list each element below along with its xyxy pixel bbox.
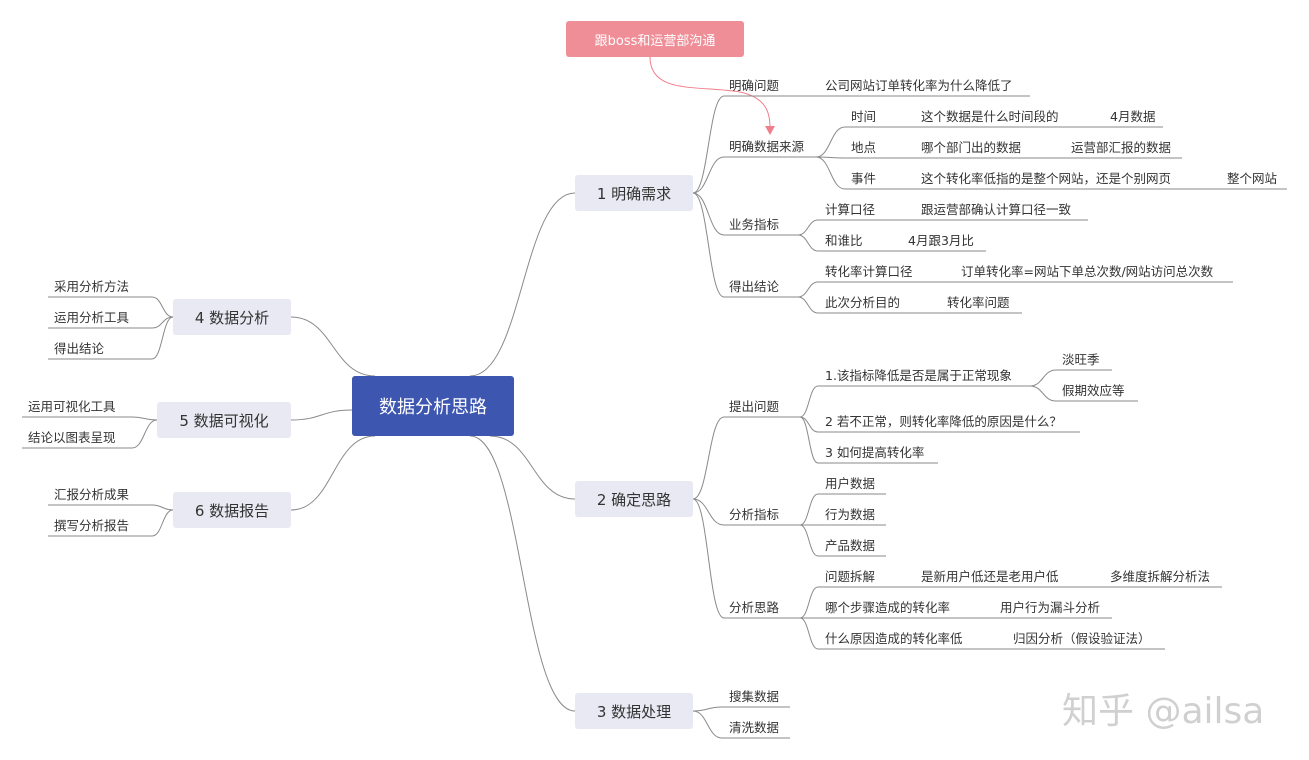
root-topic[interactable]: 数据分析思路 bbox=[352, 376, 514, 436]
src-key-2[interactable]: 事件 bbox=[851, 171, 877, 186]
edge-b3-0 bbox=[692, 706, 723, 712]
edge-q-2 bbox=[799, 416, 819, 464]
branch-5[interactable]: 5 数据可视化 bbox=[157, 402, 291, 438]
thinking-2[interactable]: 什么原因造成的转化率低 bbox=[825, 631, 963, 646]
src-val-2[interactable]: 这个转化率低指的是整个网站，还是个别网页 bbox=[921, 171, 1172, 186]
edge-src-0 bbox=[815, 126, 846, 158]
edge-src-1 bbox=[815, 156, 846, 159]
src-val-1[interactable]: 哪个部门出的数据 bbox=[921, 140, 1022, 155]
b2-item-2[interactable]: 分析思路 bbox=[729, 600, 780, 615]
thinking-1[interactable]: 哪个步骤造成的转化率 bbox=[825, 600, 951, 615]
src-key-1[interactable]: 地点 bbox=[851, 140, 877, 155]
edge-b4-0 bbox=[151, 296, 174, 318]
question-2[interactable]: 3 如何提高转化率 bbox=[825, 445, 925, 460]
indicator-1[interactable]: 行为数据 bbox=[825, 507, 876, 522]
b1-item-1[interactable]: 明确数据来源 bbox=[729, 139, 805, 154]
b1-item-3[interactable]: 得出结论 bbox=[729, 279, 780, 294]
b2-item-1[interactable]: 分析指标 bbox=[729, 507, 780, 522]
edge-root-b2 bbox=[489, 435, 576, 500]
con-key-0[interactable]: 转化率计算口径 bbox=[825, 264, 913, 279]
src-ans-1[interactable]: 运营部汇报的数据 bbox=[1071, 140, 1172, 155]
edge-con-0 bbox=[797, 281, 819, 298]
floating-topic[interactable]: 跟boss和运营部沟通 bbox=[566, 21, 744, 57]
branch-4[interactable]: 4 数据分析 bbox=[173, 299, 291, 335]
question-1[interactable]: 2 若不正常，则转化率降低的原因是什么？ bbox=[825, 414, 1062, 429]
edge-b2-c1 bbox=[692, 498, 725, 526]
b5-item-0[interactable]: 运用可视化工具 bbox=[28, 399, 116, 414]
con-key-1[interactable]: 此次分析目的 bbox=[825, 295, 901, 310]
b6-item-0[interactable]: 汇报分析成果 bbox=[54, 487, 130, 502]
edge-ind-0 bbox=[799, 493, 819, 526]
edge-th-2 bbox=[799, 617, 819, 650]
src-ans-0[interactable]: 4月数据 bbox=[1110, 109, 1156, 124]
edge-biz-0 bbox=[797, 219, 819, 236]
edge-th-0 bbox=[799, 586, 819, 619]
edge-b1-c1 bbox=[692, 156, 725, 194]
biz-val-1[interactable]: 4月跟3月比 bbox=[908, 233, 974, 248]
thinking-0[interactable]: 问题拆解 bbox=[825, 569, 876, 584]
branch-1[interactable]: 1 明确需求 bbox=[575, 175, 693, 211]
edge-b6-0 bbox=[151, 504, 174, 511]
thinking-val-1[interactable]: 用户行为漏斗分析 bbox=[1000, 600, 1101, 615]
b4-item-2[interactable]: 得出结论 bbox=[54, 341, 105, 356]
b3-item-0[interactable]: 搜集数据 bbox=[729, 689, 780, 704]
b4-item-1[interactable]: 运用分析工具 bbox=[54, 310, 130, 325]
edge-root-b1 bbox=[469, 192, 576, 377]
branch-3[interactable]: 3 数据处理 bbox=[575, 693, 693, 729]
edge-b5-1 bbox=[131, 419, 158, 449]
b6-item-1[interactable]: 撰写分析报告 bbox=[54, 518, 130, 533]
edge-b3-1 bbox=[692, 710, 723, 739]
biz-val-0[interactable]: 跟运营部确认计算口径一致 bbox=[921, 202, 1072, 217]
thinking-val-2[interactable]: 归因分析（假设验证法） bbox=[1013, 631, 1151, 646]
watermark: 知乎 @ailsa bbox=[1062, 691, 1265, 732]
indicator-0[interactable]: 用户数据 bbox=[825, 476, 876, 491]
branch-6[interactable]: 6 数据报告 bbox=[173, 492, 291, 528]
edge-root-b5 bbox=[290, 409, 353, 421]
relationship-arrow bbox=[649, 56, 771, 129]
b5-item-1[interactable]: 结论以图表呈现 bbox=[28, 430, 116, 445]
edge-q-0 bbox=[799, 385, 819, 418]
edge-src-2 bbox=[815, 156, 846, 190]
edge-b1-c2 bbox=[692, 192, 725, 236]
relationship-arrowhead bbox=[765, 126, 775, 135]
edge-b6-1 bbox=[151, 509, 174, 537]
src-ans-2[interactable]: 整个网站 bbox=[1227, 171, 1278, 186]
edge-b4-2 bbox=[151, 316, 174, 360]
biz-key-0[interactable]: 计算口径 bbox=[825, 202, 876, 217]
branch-2[interactable]: 2 确定思路 bbox=[575, 481, 693, 517]
edge-qs-0 bbox=[1029, 369, 1057, 387]
question-0[interactable]: 1.该指标降低是否是属于正常现象 bbox=[825, 368, 1012, 383]
con-val-0[interactable]: 订单转化率=网站下单总次数/网站访问总次数 bbox=[961, 264, 1214, 279]
b1-question[interactable]: 公司网站订单转化率为什么降低了 bbox=[825, 78, 1013, 93]
thinking-method[interactable]: 多维度拆解分析法 bbox=[1110, 569, 1211, 584]
con-val-1[interactable]: 转化率问题 bbox=[947, 295, 1010, 310]
biz-key-1[interactable]: 和谁比 bbox=[825, 233, 863, 248]
indicator-2[interactable]: 产品数据 bbox=[825, 538, 876, 553]
edge-root-b6 bbox=[290, 435, 376, 511]
b2-item-0[interactable]: 提出问题 bbox=[729, 399, 780, 414]
edge-b5-0 bbox=[131, 416, 158, 421]
src-val-0[interactable]: 这个数据是什么时间段的 bbox=[921, 109, 1059, 124]
b4-item-0[interactable]: 采用分析方法 bbox=[54, 279, 130, 294]
src-key-0[interactable]: 时间 bbox=[851, 109, 877, 124]
edge-b1-c0 bbox=[692, 95, 725, 194]
b3-item-1[interactable]: 清洗数据 bbox=[729, 720, 780, 735]
edge-b1-c3 bbox=[692, 192, 725, 298]
edge-biz-1 bbox=[797, 234, 819, 252]
b1-item-0[interactable]: 明确问题 bbox=[729, 78, 780, 93]
edge-b2-c2 bbox=[692, 498, 725, 619]
thinking-val-0[interactable]: 是新用户低还是老用户低 bbox=[921, 569, 1059, 584]
edge-ind-2 bbox=[799, 524, 819, 557]
edge-b2-c0 bbox=[692, 416, 725, 500]
season-0[interactable]: 淡旺季 bbox=[1062, 352, 1100, 367]
edge-qs-1 bbox=[1029, 385, 1057, 402]
b1-item-2[interactable]: 业务指标 bbox=[729, 217, 780, 232]
edge-root-b4 bbox=[290, 316, 376, 377]
edge-root-b3 bbox=[469, 435, 576, 712]
season-1[interactable]: 假期效应等 bbox=[1062, 383, 1125, 398]
edge-con-1 bbox=[797, 296, 819, 314]
